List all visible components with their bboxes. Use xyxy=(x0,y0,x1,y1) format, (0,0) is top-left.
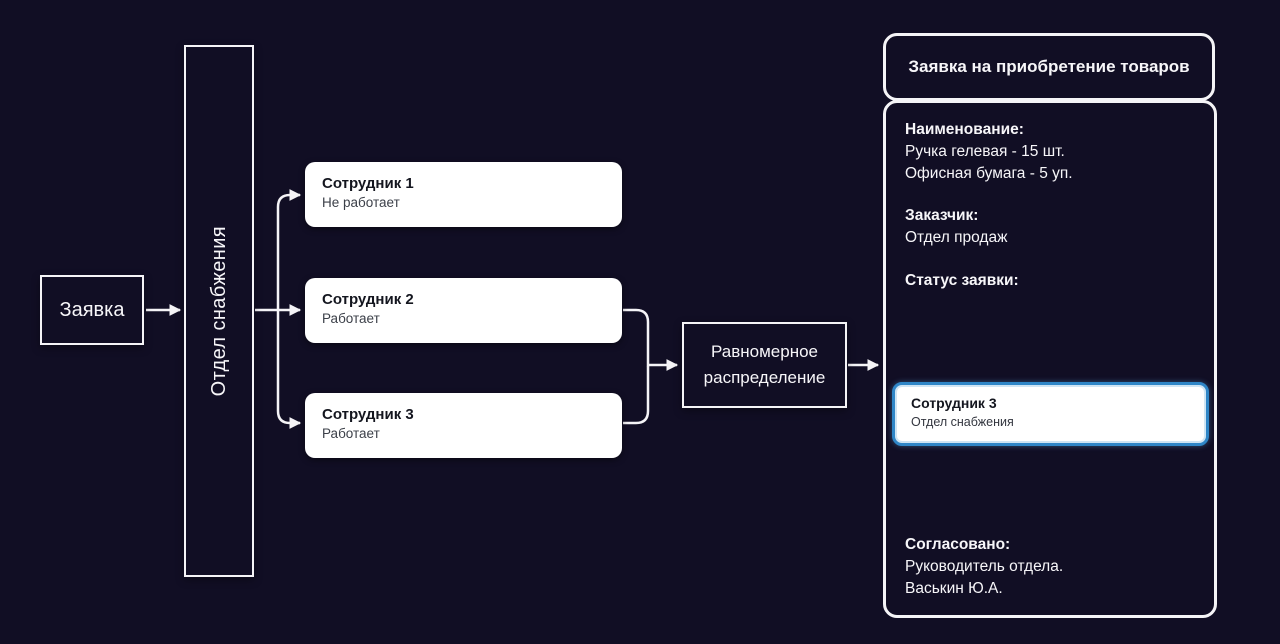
order-item-line: Офисная бумага - 5 уп. xyxy=(905,165,1073,182)
supply-department-label: Отдел снабжения xyxy=(207,225,230,397)
order-status-label: Статус заявки: xyxy=(905,272,1019,289)
employee-1-status: Не работает xyxy=(322,195,400,210)
employee-2-name: Сотрудник 2 xyxy=(322,291,414,308)
employee-3-name: Сотрудник 3 xyxy=(322,406,414,423)
order-items-label: Наименование: xyxy=(905,121,1024,138)
order-panel-title-box: Заявка на приобретение товаров xyxy=(883,33,1215,101)
assigned-employee-name: Сотрудник 3 xyxy=(911,395,997,411)
supply-department-node: Отдел снабжения xyxy=(184,45,254,577)
order-approved-line: Васькин Ю.А. xyxy=(905,580,1003,597)
order-item-line: Ручка гелевая - 15 шт. xyxy=(905,143,1065,160)
employee-1-name: Сотрудник 1 xyxy=(322,175,414,192)
order-panel-title: Заявка на приобретение товаров xyxy=(908,57,1190,76)
distribution-node: Равномерное распределение xyxy=(682,322,847,408)
connector-employee2-to-distribution xyxy=(623,308,679,371)
order-approved-label: Согласовано: xyxy=(905,536,1011,553)
assigned-employee-card: Сотрудник 3 Отдел снабжения xyxy=(892,382,1209,446)
employee-2-node: Сотрудник 2 Работает xyxy=(305,278,622,343)
distribution-node-label: Равномерное распределение xyxy=(703,342,826,387)
connector-employee3-to-merge xyxy=(623,366,650,425)
order-customer-section: Заказчик: Отдел продаж xyxy=(905,205,1200,249)
order-panel-body: Наименование: Ручка гелевая - 15 шт. Офи… xyxy=(883,100,1217,618)
connector-department-to-employee1 xyxy=(276,189,302,310)
order-status-section: Статус заявки: xyxy=(905,270,1200,292)
request-node: Заявка xyxy=(40,275,144,345)
order-items-section: Наименование: Ручка гелевая - 15 шт. Офи… xyxy=(905,119,1200,185)
order-approved-line: Руководитель отдела. xyxy=(905,558,1064,575)
assigned-employee-department: Отдел снабжения xyxy=(911,415,1014,429)
employee-1-node: Сотрудник 1 Не работает xyxy=(305,162,622,227)
employee-3-status: Работает xyxy=(322,426,380,441)
connector-department-to-employee3 xyxy=(276,310,302,429)
order-customer-label: Заказчик: xyxy=(905,207,979,224)
employee-3-node: Сотрудник 3 Работает xyxy=(305,393,622,458)
order-customer-value: Отдел продаж xyxy=(905,229,1008,246)
request-node-label: Заявка xyxy=(59,298,125,321)
employee-2-status: Работает xyxy=(322,311,380,326)
order-approved-section: Согласовано: Руководитель отдела. Васьки… xyxy=(905,534,1200,600)
